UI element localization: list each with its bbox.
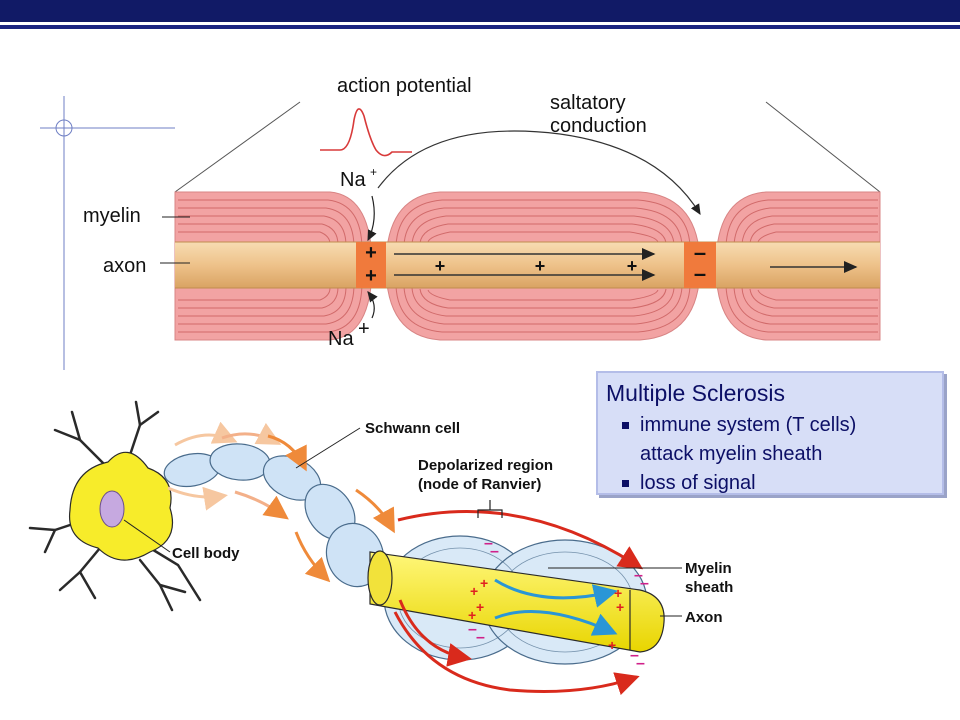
node1-plus-top: + xyxy=(365,242,377,264)
zoom-line-left xyxy=(174,101,301,193)
na-top-label: Na xyxy=(340,169,366,191)
saltatory-label-line1: saltatory xyxy=(550,92,626,114)
svg-text:–: – xyxy=(476,629,485,646)
svg-text:+: + xyxy=(468,607,476,623)
svg-text:–: – xyxy=(640,575,649,592)
blue-current-arrow-1 xyxy=(494,578,618,608)
axon-bottom-label: Axon xyxy=(685,609,723,626)
dendrites xyxy=(28,400,202,612)
title-bar-rule xyxy=(0,25,960,29)
node2-minus-top: – xyxy=(694,240,706,265)
schwann-leader-line xyxy=(295,427,361,469)
action-potential-waveform xyxy=(320,108,412,157)
axon-plus-1: + xyxy=(435,256,446,276)
action-potential-label: action potential xyxy=(337,75,472,97)
axon-plus-3: + xyxy=(627,256,638,276)
myelin-sheath-label-line1: Myelin xyxy=(685,560,732,577)
svg-text:–: – xyxy=(468,621,477,638)
cell-body-leader-line xyxy=(123,519,171,553)
cell-body-label: Cell body xyxy=(172,545,240,562)
red-arrow-bottom xyxy=(393,611,640,696)
depolarized-label-line2: (node of Ranvier) xyxy=(418,476,541,493)
na-arrow-top xyxy=(367,195,377,242)
ms-bullet-1-line2: attack myelin sheath xyxy=(640,443,823,465)
ms-bullet-list: immune system (T cells) attack myelin sh… xyxy=(606,411,942,498)
na-top-superscript: + xyxy=(370,165,377,179)
myelin-label: myelin xyxy=(83,205,141,227)
na-bottom-label: Na xyxy=(328,328,354,350)
node2-minus-bottom: – xyxy=(694,261,706,286)
axon-plus-2: + xyxy=(535,256,546,276)
svg-text:+: + xyxy=(616,599,624,615)
saltatory-label-line2: conduction xyxy=(550,115,647,137)
zoom-line-right xyxy=(765,101,881,193)
title-bar xyxy=(0,0,960,22)
svg-text:–: – xyxy=(630,647,639,664)
svg-text:+: + xyxy=(480,575,488,591)
node-of-ranvier-2 xyxy=(684,242,716,288)
ms-bullet-1-line1: immune system (T cells) xyxy=(640,414,857,436)
saltatory-arc-arrow xyxy=(377,130,701,216)
magenta-minus-marks: – – – – – – – – xyxy=(468,535,649,672)
myelin-sheath-label-line2: sheath xyxy=(685,579,733,596)
neuron-nucleus xyxy=(99,490,125,528)
svg-text:+: + xyxy=(470,583,478,599)
schwann-cell-chain xyxy=(163,443,385,588)
ms-bullet-1: immune system (T cells) attack myelin sh… xyxy=(620,411,942,469)
svg-text:+: + xyxy=(614,585,622,601)
svg-text:–: – xyxy=(636,655,645,672)
node-of-ranvier-1 xyxy=(356,242,386,288)
multiple-sclerosis-box: Multiple Sclerosis immune system (T cell… xyxy=(596,371,944,495)
ms-bullet-2: loss of signal xyxy=(620,469,942,498)
yellow-axon xyxy=(369,551,665,653)
depolarized-label-line1: Depolarized region xyxy=(418,457,553,474)
axon-core xyxy=(175,242,880,288)
ms-bullet-2-line1: loss of signal xyxy=(640,472,756,494)
ms-title: Multiple Sclerosis xyxy=(606,380,785,406)
node1-plus-bottom: + xyxy=(365,265,377,287)
slide-guide-crosshair xyxy=(40,96,175,370)
red-arrow-inner xyxy=(398,599,472,667)
top-axon-diagram: + + + + + – – action potential saltatory… xyxy=(83,75,881,350)
red-arrow-top xyxy=(397,510,644,570)
square-bullet-icon xyxy=(622,480,629,487)
blue-current-arrow-2 xyxy=(494,610,618,636)
na-arrow-bottom xyxy=(367,291,378,319)
svg-text:–: – xyxy=(634,567,643,584)
bottom-neuron-diagram: + + + + + + + – – – – – – – – Schwann ce… xyxy=(28,400,733,696)
red-plus-marks: + + + + + + + xyxy=(468,575,624,653)
svg-text:–: – xyxy=(490,543,499,560)
axon-label: axon xyxy=(103,255,146,277)
svg-text:+: + xyxy=(608,637,616,653)
na-bottom-superscript: + xyxy=(358,318,370,340)
square-bullet-icon xyxy=(622,422,629,429)
schwann-cell-label: Schwann cell xyxy=(365,420,460,437)
svg-text:–: – xyxy=(484,535,493,552)
svg-text:+: + xyxy=(476,599,484,615)
